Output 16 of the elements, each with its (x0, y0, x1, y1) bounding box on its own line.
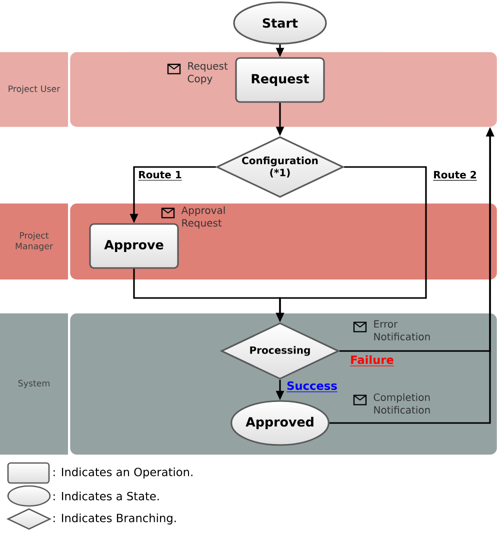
edge-label: Route 2 (432, 170, 478, 181)
legend-text: : Indicates a State. (54, 492, 159, 500)
operation-box: Approve (89, 223, 179, 269)
lane-header: Project User (0, 52, 68, 127)
notification-label: Error Notification (374, 320, 430, 340)
lane-header: Project Manager (0, 204, 68, 280)
legend-text: : Indicates Branching. (54, 514, 176, 524)
operation-box: Request (235, 57, 325, 103)
notification-label: Approval Request (181, 206, 225, 229)
notification-label: Completion Notification (374, 393, 430, 414)
edge-label: Success (286, 381, 338, 392)
edge-label: Failure (350, 355, 394, 366)
legend-text: : Indicates an Operation. (54, 468, 192, 478)
lane-header: System (0, 313, 68, 455)
edge-label: Route 1 (138, 170, 182, 181)
notification-label: Request Copy (188, 62, 228, 84)
